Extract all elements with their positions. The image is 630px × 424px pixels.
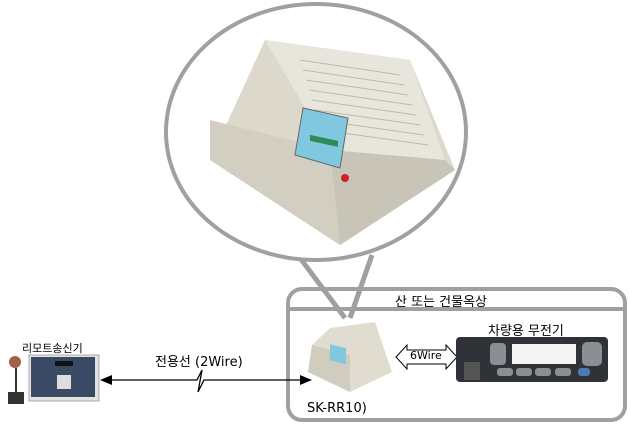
arrow-right	[300, 375, 312, 385]
site-label: 산 또는 건물옥상	[395, 295, 487, 310]
leased-line	[108, 369, 300, 393]
vehicle-radio	[456, 337, 608, 382]
repeater-device-small	[308, 322, 392, 392]
remote-transmitter	[8, 354, 100, 404]
arrow-left	[100, 375, 112, 385]
site-frame	[286, 287, 627, 422]
radio-label: 차량용 무전기	[488, 324, 564, 339]
repeater-device-large	[210, 40, 455, 245]
line-label: 전용선 (2Wire)	[155, 355, 243, 370]
six-wire-label: 6Wire	[410, 349, 442, 362]
model-label: SK-RR10)	[307, 401, 367, 416]
remote-label: 리모트송신기	[22, 342, 83, 355]
